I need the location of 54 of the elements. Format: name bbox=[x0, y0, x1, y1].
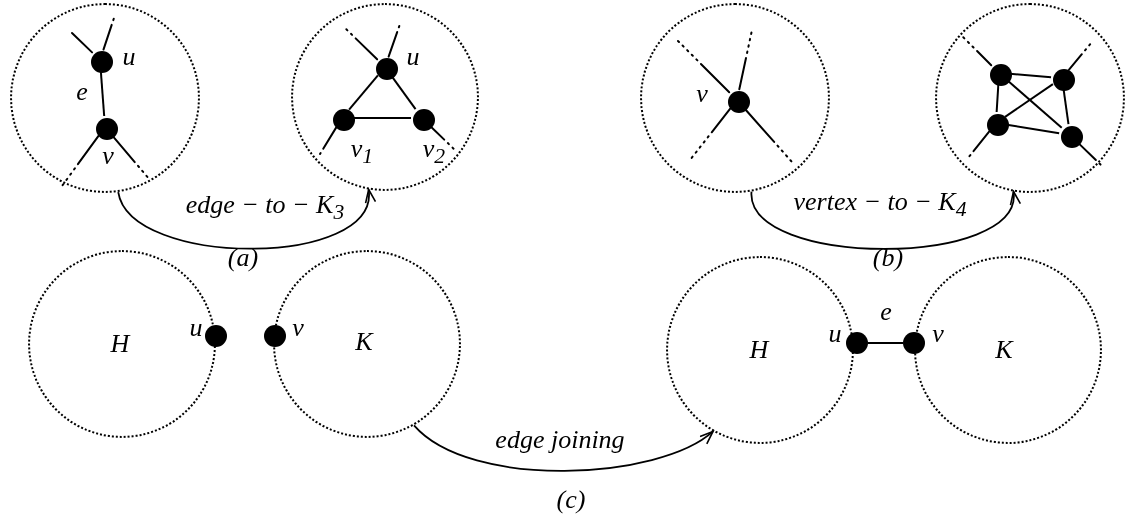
graph-name: K bbox=[995, 337, 1013, 363]
vertex-label: u bbox=[122, 44, 136, 70]
vertex-label: v bbox=[932, 321, 944, 347]
panel-caption: (c) bbox=[556, 487, 586, 513]
half-edge bbox=[319, 126, 338, 155]
vertex-label: v bbox=[292, 315, 304, 341]
vertex-dot bbox=[987, 114, 1009, 136]
vertex-label: u bbox=[828, 321, 842, 347]
vertex-dot bbox=[264, 325, 286, 347]
vertex-dot bbox=[376, 58, 398, 80]
vertex-label: v$_{1}$ bbox=[350, 136, 374, 168]
panel-caption: (b) bbox=[872, 245, 904, 271]
vertex-dot bbox=[728, 91, 750, 113]
vertex-dot bbox=[205, 325, 227, 347]
region-circle bbox=[291, 3, 479, 191]
vertex-dot bbox=[1053, 69, 1075, 91]
vertex-dot bbox=[91, 51, 113, 73]
half-edge bbox=[961, 35, 993, 67]
graph-edge bbox=[348, 74, 379, 111]
transformation-arrow bbox=[413, 424, 714, 472]
region-circle bbox=[914, 256, 1102, 444]
graph-edge bbox=[1004, 83, 1054, 118]
graph-name: K bbox=[355, 329, 373, 355]
half-edge bbox=[387, 23, 401, 58]
transformation-arrow bbox=[117, 188, 373, 250]
transformation-arrow bbox=[750, 190, 1018, 250]
half-edge bbox=[344, 27, 379, 61]
half-edge bbox=[967, 130, 991, 159]
vertex-label: u bbox=[189, 315, 203, 341]
vertex-dot bbox=[1061, 126, 1083, 148]
graph-edge bbox=[867, 342, 904, 344]
vertex-dot bbox=[96, 118, 118, 140]
vertex-label: u bbox=[406, 44, 420, 70]
region-circle bbox=[935, 3, 1125, 193]
vertex-dot bbox=[333, 109, 355, 131]
vertex-dot bbox=[846, 332, 868, 354]
graph-name: H bbox=[110, 331, 130, 357]
vertex-dot bbox=[990, 64, 1012, 86]
half-edge bbox=[689, 107, 732, 161]
half-edge bbox=[71, 32, 94, 54]
half-edge bbox=[61, 134, 100, 187]
vertex-dot bbox=[903, 332, 925, 354]
vertex-label: v bbox=[696, 81, 708, 107]
vertex-label: v bbox=[102, 143, 114, 169]
graph-edge bbox=[995, 83, 1000, 113]
vertex-label: v$_{2}$ bbox=[422, 136, 446, 168]
panel-caption: (a) bbox=[227, 245, 259, 271]
graph-name: H bbox=[749, 337, 769, 363]
vertex-dot bbox=[413, 109, 435, 131]
half-edge bbox=[102, 17, 115, 51]
half-edge bbox=[1068, 41, 1093, 71]
half-edge bbox=[676, 39, 731, 94]
region-circle bbox=[273, 250, 461, 438]
half-edge bbox=[738, 29, 753, 91]
